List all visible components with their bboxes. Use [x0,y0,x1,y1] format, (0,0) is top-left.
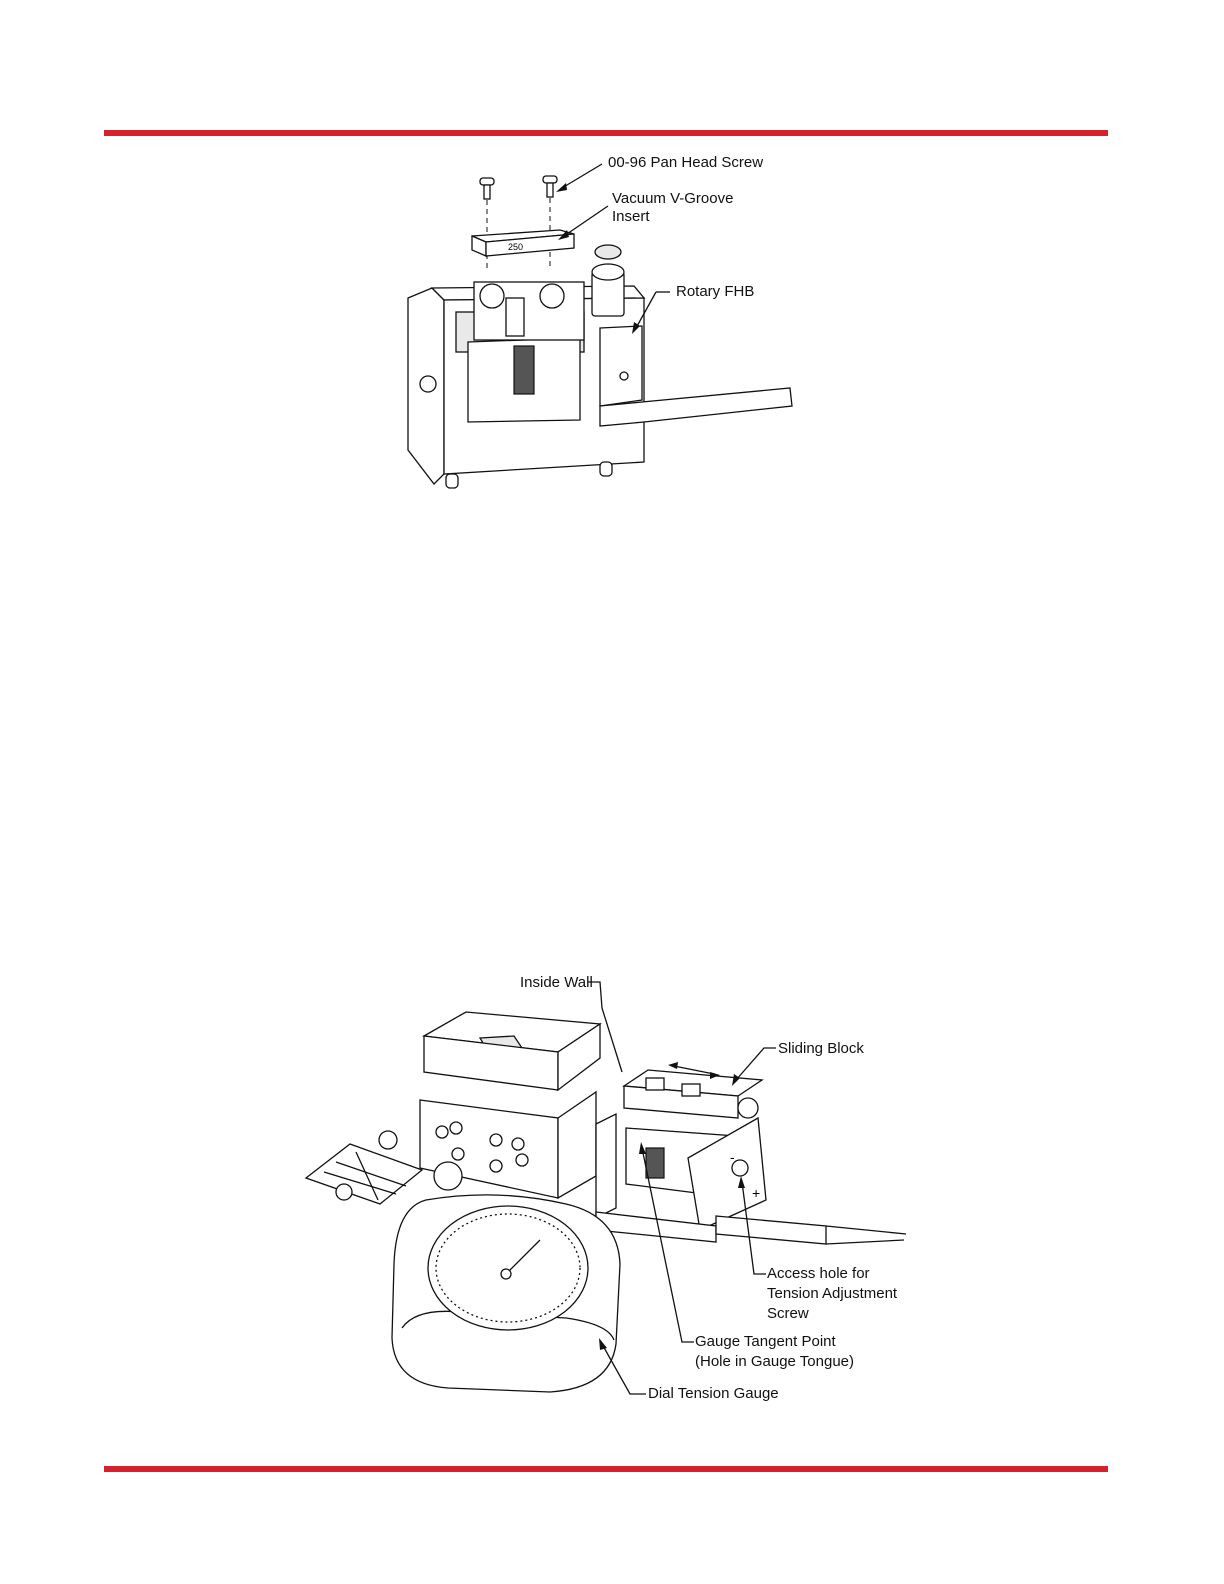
callout-vacuum-v-groove-insert-line2: Insert [612,208,650,226]
pan-head-screw-left [480,178,494,199]
insert-marking: 250 [508,242,523,252]
callout-access-hole-line2: Tension Adjustment [767,1285,897,1303]
knob [434,1162,462,1190]
footer-rule [104,1466,1108,1472]
rotary-fhb-body [408,245,644,488]
sliding-block-assembly [596,1070,766,1242]
fiber-handle [716,1216,906,1244]
callout-vacuum-v-groove-insert-line1: Vacuum V-Groove [612,190,733,208]
callout-gauge-tangent-line1: Gauge Tangent Point [695,1333,836,1351]
pan-head-screw-right [543,176,557,197]
callout-access-hole-line3: Screw [767,1305,809,1323]
callout-rotary-fhb: Rotary FHB [676,283,754,301]
fiber-guide-clip [306,1131,422,1204]
callout-gauge-tangent-line2: (Hole in Gauge Tongue) [695,1353,854,1371]
callout-inside-wall: Inside Wall [520,974,593,992]
plus-sign: + [752,1185,760,1201]
callout-access-hole-line1: Access hole for [767,1265,870,1283]
dial-tension-gauge [392,1195,620,1392]
tension-gauge-setup-diagram: - + Inside Wall Sliding Block Access hol… [296,968,916,1412]
callout-pan-head-screw: 00-96 Pan Head Screw [608,154,763,172]
rotary-fhb-drawing: 250 [404,150,814,500]
header-rule [104,130,1108,136]
callout-sliding-block: Sliding Block [778,1040,864,1058]
callout-dial-tension-gauge: Dial Tension Gauge [648,1385,779,1403]
minus-sign: - [730,1149,735,1165]
vacuum-v-groove-insert: 250 [472,230,574,256]
rotary-fhb-exploded-diagram: 250 [404,150,814,500]
